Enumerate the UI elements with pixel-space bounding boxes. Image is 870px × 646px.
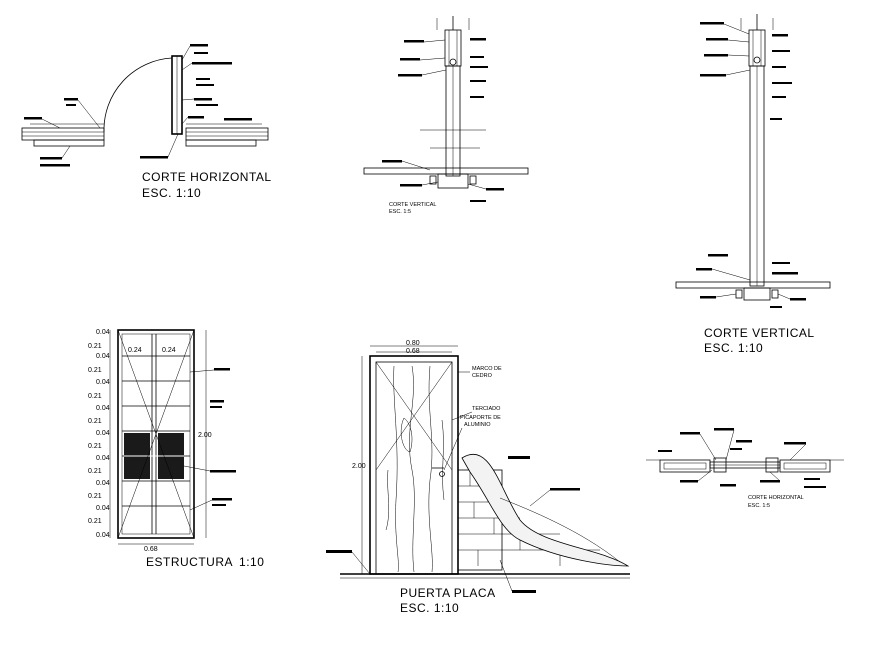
svg-text:0.21: 0.21: [88, 418, 102, 425]
puerta-height: 2.00: [352, 463, 366, 470]
svg-text:0.21: 0.21: [88, 393, 102, 400]
svg-text:0.21: 0.21: [88, 367, 102, 374]
svg-text:0.21: 0.21: [88, 468, 102, 475]
panel-width-left: 0.24: [128, 347, 142, 354]
corte-vertical-small-title: CORTE VERTICAL: [389, 202, 436, 208]
corte-horizontal-small-title: CORTE HORIZONTAL: [748, 495, 804, 501]
svg-text:0.21: 0.21: [88, 518, 102, 525]
note-picaporte: PICAPORTE DE: [460, 415, 501, 421]
corte-vertical-small-detail: CORTE VERTICAL ESC. 1:5: [363, 16, 529, 215]
puerta-placa-scale: ESC. 1:10: [400, 601, 459, 615]
corte-vertical-right-scale: ESC. 1:10: [704, 341, 763, 355]
svg-text:0.04: 0.04: [96, 505, 110, 512]
svg-text:0.04: 0.04: [96, 379, 110, 386]
estructura-detail: 0.24 0.24 0.04 0.21 0.04 0.21 0.04 0.21 …: [88, 329, 264, 569]
corte-horizontal-small-detail: CORTE HORIZONTAL ESC. 1:5: [646, 428, 844, 509]
corte-horizontal-title: CORTE HORIZONTAL: [142, 170, 272, 184]
corte-vertical-right-detail: CORTE VERTICAL ESC. 1:10: [675, 14, 831, 355]
svg-text:0.21: 0.21: [88, 493, 102, 500]
note-marco-de: MARCO DE: [472, 366, 502, 372]
svg-text:0.04: 0.04: [96, 455, 110, 462]
estructura-left-dimensions: 0.04 0.21 0.04 0.21 0.04 0.21 0.04 0.21 …: [88, 329, 111, 539]
estructura-width: 0.68: [144, 546, 158, 553]
corte-vertical-small-scale: ESC. 1:5: [389, 209, 411, 215]
svg-text:0.21: 0.21: [88, 443, 102, 450]
note-cedro: CEDRO: [472, 373, 493, 379]
puerta-placa-title: PUERTA PLACA: [400, 586, 496, 600]
svg-text:0.04: 0.04: [96, 405, 110, 412]
note-terciado: TERCIADO: [472, 406, 501, 412]
corte-vertical-right-title: CORTE VERTICAL: [704, 326, 815, 340]
svg-text:0.04: 0.04: [96, 329, 110, 336]
svg-text:0.04: 0.04: [96, 353, 110, 360]
wood-grain: [385, 365, 445, 573]
corte-horizontal-detail: CORTE HORIZONTAL ESC. 1:10: [21, 44, 272, 200]
svg-text:0.21: 0.21: [88, 343, 102, 350]
corte-horizontal-scale: ESC. 1:10: [142, 186, 201, 200]
puerta-width-outer: 0.80: [406, 340, 420, 347]
svg-text:0.04: 0.04: [96, 430, 110, 437]
panel-width-right: 0.24: [162, 347, 176, 354]
svg-text:0.04: 0.04: [96, 532, 110, 539]
puerta-placa-detail: 0.80 0.68 2.00: [326, 340, 630, 615]
corte-horizontal-small-scale: ESC. 1:5: [748, 503, 770, 509]
estructura-height: 2.00: [198, 432, 212, 439]
svg-text:0.04: 0.04: [96, 480, 110, 487]
puerta-width-inner: 0.68: [406, 348, 420, 355]
note-aluminio: ALUMINIO: [464, 422, 491, 428]
